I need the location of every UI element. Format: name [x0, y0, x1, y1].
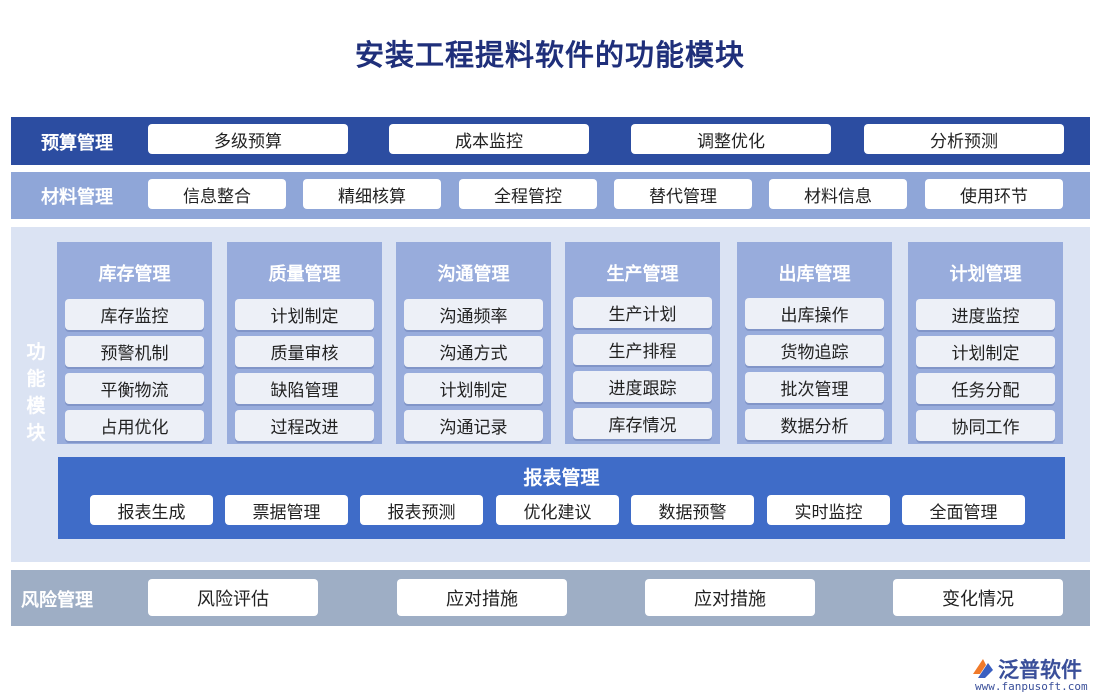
- material-item: 信息整合: [148, 179, 286, 209]
- material-band: 材料管理 信息整合 精细核算 全程管控 替代管理 材料信息 使用环节: [11, 172, 1090, 219]
- budget-label: 预算管理: [41, 133, 113, 154]
- module-item: 质量审核: [235, 336, 374, 367]
- brand-name: 泛普软件: [998, 658, 1082, 682]
- module-item: 缺陷管理: [235, 373, 374, 404]
- budget-item: 分析预测: [864, 124, 1064, 154]
- risk-label: 风险管理: [21, 590, 93, 611]
- module-title: 库存管理: [98, 264, 171, 285]
- module-item: 批次管理: [745, 372, 884, 403]
- module-communication: 沟通管理 沟通频率 沟通方式 计划制定 沟通记录: [396, 242, 551, 444]
- module-item: 预警机制: [65, 336, 204, 367]
- function-label: 功能模块: [26, 341, 46, 444]
- diagram-title: 安装工程提料软件的功能模块: [354, 38, 745, 72]
- module-item: 沟通频率: [404, 299, 543, 330]
- module-title: 质量管理: [268, 264, 341, 285]
- material-item: 材料信息: [769, 179, 907, 209]
- module-outbound: 出库管理 出库操作 货物追踪 批次管理 数据分析: [737, 242, 892, 444]
- module-item: 计划制定: [404, 373, 543, 404]
- report-item: 票据管理: [225, 495, 348, 525]
- brand-url: www.fanpusoft.com: [975, 680, 1088, 693]
- module-quality: 质量管理 计划制定 质量审核 缺陷管理 过程改进: [227, 242, 382, 444]
- module-item: 计划制定: [235, 299, 374, 330]
- report-item: 优化建议: [496, 495, 619, 525]
- function-band: 功能模块 库存管理 库存监控 预警机制 平衡物流 占用优化 质量管理 计划制定 …: [11, 227, 1090, 562]
- material-item: 替代管理: [614, 179, 752, 209]
- module-item: 进度监控: [916, 299, 1055, 330]
- module-item: 平衡物流: [65, 373, 204, 404]
- report-item: 全面管理: [902, 495, 1025, 525]
- material-item: 使用环节: [925, 179, 1063, 209]
- risk-item: 风险评估: [148, 579, 318, 616]
- module-item: 出库操作: [745, 298, 884, 329]
- module-item: 占用优化: [65, 410, 204, 441]
- brand-logo: 泛普软件 www.fanpusoft.com: [970, 654, 1092, 694]
- module-item: 库存情况: [573, 408, 712, 439]
- module-item: 库存监控: [65, 299, 204, 330]
- budget-band: 预算管理 多级预算 成本监控 调整优化 分析预测: [11, 117, 1090, 165]
- material-item: 精细核算: [303, 179, 441, 209]
- report-item: 数据预警: [631, 495, 754, 525]
- module-item: 进度跟踪: [573, 371, 712, 402]
- module-item: 过程改进: [235, 410, 374, 441]
- budget-item: 多级预算: [148, 124, 348, 154]
- module-item: 货物追踪: [745, 335, 884, 366]
- module-item: 任务分配: [916, 373, 1055, 404]
- risk-band: 风险管理 风险评估 应对措施 应对措施 变化情况: [11, 570, 1090, 626]
- module-item: 协同工作: [916, 410, 1055, 441]
- risk-item: 应对措施: [645, 579, 815, 616]
- brand-logo-icon: [973, 659, 993, 678]
- module-title: 出库管理: [778, 264, 851, 285]
- report-item: 报表预测: [360, 495, 483, 525]
- report-item: 报表生成: [90, 495, 213, 525]
- module-inventory: 库存管理 库存监控 预警机制 平衡物流 占用优化: [57, 242, 212, 444]
- module-title: 沟通管理: [437, 264, 510, 285]
- report-band: 报表管理 报表生成 票据管理 报表预测 优化建议 数据预警 实时监控 全面管理: [58, 457, 1065, 539]
- material-item: 全程管控: [459, 179, 597, 209]
- module-item: 沟通记录: [404, 410, 543, 441]
- report-item: 实时监控: [767, 495, 890, 525]
- module-item: 生产排程: [573, 334, 712, 365]
- module-item: 计划制定: [916, 336, 1055, 367]
- material-label: 材料管理: [41, 187, 113, 208]
- module-production: 生产管理 生产计划 生产排程 进度跟踪 库存情况: [565, 242, 720, 444]
- module-title: 生产管理: [606, 264, 679, 285]
- module-item: 数据分析: [745, 409, 884, 440]
- budget-item: 成本监控: [389, 124, 589, 154]
- risk-item: 应对措施: [397, 579, 567, 616]
- budget-item: 调整优化: [631, 124, 831, 154]
- module-title: 计划管理: [949, 264, 1022, 285]
- risk-item: 变化情况: [893, 579, 1063, 616]
- module-planning: 计划管理 进度监控 计划制定 任务分配 协同工作: [908, 242, 1063, 444]
- module-item: 沟通方式: [404, 336, 543, 367]
- module-item: 生产计划: [573, 297, 712, 328]
- report-title: 报表管理: [523, 467, 600, 489]
